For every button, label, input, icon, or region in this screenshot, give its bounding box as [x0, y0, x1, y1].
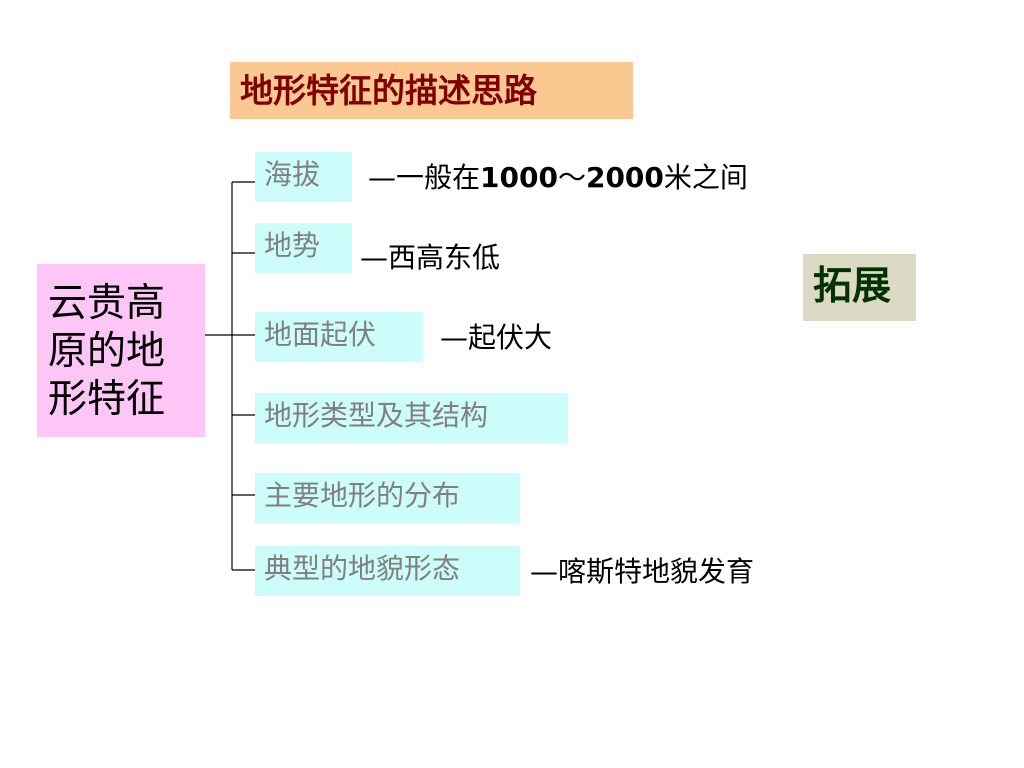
root-node: 云贵高 原的地 形特征 — [37, 264, 205, 437]
branch-node-landform-types: 地形类型及其结构 — [255, 393, 568, 443]
diagram-title: 地形特征的描述思路 — [230, 62, 633, 119]
root-line: 原的地 — [48, 329, 166, 374]
branch-node-terrain-trend: 地势 — [255, 223, 352, 273]
root-line: 云贵高 — [48, 281, 166, 326]
branch-description: —一般在1000～2000米之间 — [368, 161, 748, 194]
branch-node-typical-landforms: 典型的地貌形态 — [255, 546, 520, 596]
branch-node-altitude: 海拔 — [255, 152, 352, 202]
branch-description: —西高东低 — [360, 241, 501, 274]
extend-button[interactable]: 拓展 — [803, 254, 916, 321]
root-line: 形特征 — [48, 377, 166, 422]
branch-description: —喀斯特地貌发育 — [530, 555, 755, 588]
branch-node-landform-distribution: 主要地形的分布 — [255, 473, 520, 523]
branch-node-relief: 地面起伏 — [255, 312, 423, 362]
branch-description: —起伏大 — [440, 321, 553, 354]
